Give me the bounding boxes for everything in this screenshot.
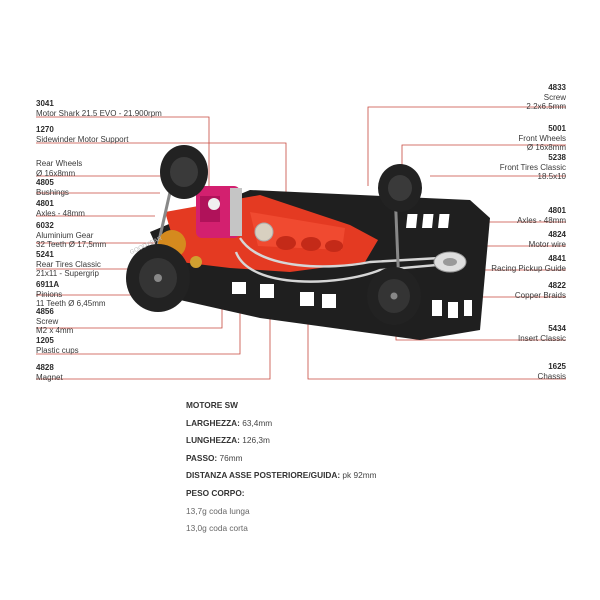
label-code: 6911A [36, 280, 60, 289]
label-text: Pinions [36, 289, 63, 299]
label-6032: 6032 Aluminium Gear 32 Teeth Ø 17,5mm [36, 221, 106, 250]
label-1205: 1205 Plastic cups [36, 336, 79, 355]
label-text: 11 Teeth Ø 6,45mm [36, 299, 106, 308]
label-code: 5001 [548, 124, 566, 133]
label-code: 1205 [36, 336, 54, 345]
label-4824: 4824 Motor wire [529, 230, 566, 249]
label-code: 4822 [548, 281, 566, 290]
motor [196, 186, 242, 238]
label-1270: 1270 Sidewinder Motor Support [36, 125, 129, 144]
label-4833: 4833 Screw 2.2x6.5mm [526, 83, 566, 112]
label-code: 5434 [548, 324, 566, 333]
label-text: Insert Classic [517, 333, 566, 343]
label-4828: 4828 Magnet [36, 363, 63, 382]
label-text: Aluminium Gear [36, 230, 94, 240]
label-code: 5238 [548, 153, 566, 162]
label-4805: 4805 Bushings [36, 178, 69, 197]
label-code: 6032 [36, 221, 54, 230]
spec-value: 126,3m [239, 435, 270, 446]
label-text: Front Wheels [518, 133, 566, 143]
label-4801-right: 4801 Axles - 48mm [517, 206, 566, 225]
leader-1625 [307, 318, 566, 380]
label-text: Ø 16x8mm [526, 143, 566, 152]
front-wheel-bottom [367, 267, 421, 325]
label-5001: 5001 Front Wheels Ø 16x8mm [518, 124, 566, 153]
label-5434: 5434 Insert Classic [518, 324, 566, 343]
label-code: 4805 [36, 178, 54, 187]
pickup-guide [433, 251, 467, 273]
spec-row: DISTANZA ASSE POSTERIORE/GUIDA: pk 92mm [186, 467, 377, 485]
label-text: 32 Teeth Ø 17,5mm [36, 240, 107, 249]
leader-4833 [367, 106, 566, 186]
label-text: Motor wire [528, 239, 566, 249]
label-4856: 4856 Screw M2 x 4mm [36, 307, 73, 336]
label-6911a: 6911A Pinions 11 Teeth Ø 6,45mm [36, 280, 106, 309]
chassis-cutouts [232, 214, 472, 318]
pinion [190, 256, 202, 268]
spec-value: 63,4mm [239, 417, 273, 428]
label-code: 4801 [548, 206, 566, 215]
spec-row: PESO CORPO: [186, 485, 377, 503]
label-text: Screw [543, 92, 566, 102]
label-text: M2 x 4mm [36, 326, 74, 335]
label-5238: 5238 Front Tires Classic 18.5x10 [500, 153, 566, 182]
spec-key: DISTANZA ASSE POSTERIORE/GUIDA: [186, 470, 341, 481]
label-text: Rear Tires Classic [36, 259, 101, 269]
label-code: 4801 [36, 199, 54, 208]
spec-value: 76mm [217, 452, 243, 463]
label-text: Magnet [36, 372, 63, 382]
label-text: Plastic cups [36, 345, 79, 355]
label-5241: 5241 Rear Tires Classic 21x11 - Supergri… [36, 250, 101, 279]
front-wheel-top [378, 164, 422, 212]
label-text: 18.5x10 [537, 172, 566, 181]
label-code: 4833 [548, 83, 566, 92]
label-text: Rear Wheels [36, 159, 83, 168]
spec-value: pk 92mm [340, 470, 377, 481]
spec-key: PESO CORPO: [186, 487, 245, 498]
label-3041: 3041 Motor Shark 21.5 EVO - 21.900rpm [36, 99, 162, 118]
spec-row: PASSO: 76mm [186, 450, 377, 468]
label-rear-wheels: Rear Wheels Ø 16x8mm [36, 159, 82, 178]
label-code: 1625 [548, 362, 566, 371]
label-text: 21x11 - Supergrip [36, 269, 99, 278]
spec-key: LARGHEZZA: [186, 417, 240, 428]
label-text: Copper Braids [514, 290, 566, 300]
label-code: 3041 [36, 99, 54, 108]
leader-3041 [36, 116, 210, 190]
label-text: Sidewinder Motor Support [36, 134, 129, 144]
label-code: 5241 [36, 250, 54, 259]
label-code: 4824 [548, 230, 566, 239]
label-text: 2.2x6.5mm [526, 102, 566, 111]
label-text: Axles - 48mm [36, 208, 85, 218]
label-text: Screw [36, 316, 59, 326]
spec-weight-short: 13,0g coda corta [186, 523, 248, 534]
spec-row: LUNGHEZZA: 126,3m [186, 432, 377, 450]
label-text: Chassis [537, 371, 566, 381]
label-code: 1270 [36, 125, 54, 134]
label-4801-left: 4801 Axles - 48mm [36, 199, 85, 218]
label-text: Bushings [36, 187, 69, 197]
label-text: Front Tires Classic [499, 162, 566, 172]
label-text: Motor Shark 21.5 EVO - 21.900rpm [36, 108, 162, 118]
specs-block: MOTORE SW LARGHEZZA: 63,4mm LUNGHEZZA: 1… [186, 397, 377, 538]
spec-key: PASSO: [186, 452, 218, 463]
specs-title: MOTORE SW [186, 400, 238, 410]
label-code: 4856 [36, 307, 54, 316]
rear-wheel-top [160, 145, 208, 199]
label-text: Racing Pickup Guide [491, 263, 566, 273]
label-code: 4841 [548, 254, 566, 263]
label-4841: 4841 Racing Pickup Guide [491, 254, 566, 273]
label-code: 4828 [36, 363, 54, 372]
label-1625: 1625 Chassis [538, 362, 566, 381]
spec-key: LUNGHEZZA: [186, 435, 240, 446]
label-text: Ø 16x8mm [36, 168, 76, 178]
label-4822: 4822 Copper Braids [515, 281, 566, 300]
spec-row: LARGHEZZA: 63,4mm [186, 415, 377, 433]
motor-wires [234, 237, 449, 283]
label-text: Axles - 48mm [517, 215, 566, 225]
spec-weight-long: 13,7g coda lunga [186, 505, 250, 516]
